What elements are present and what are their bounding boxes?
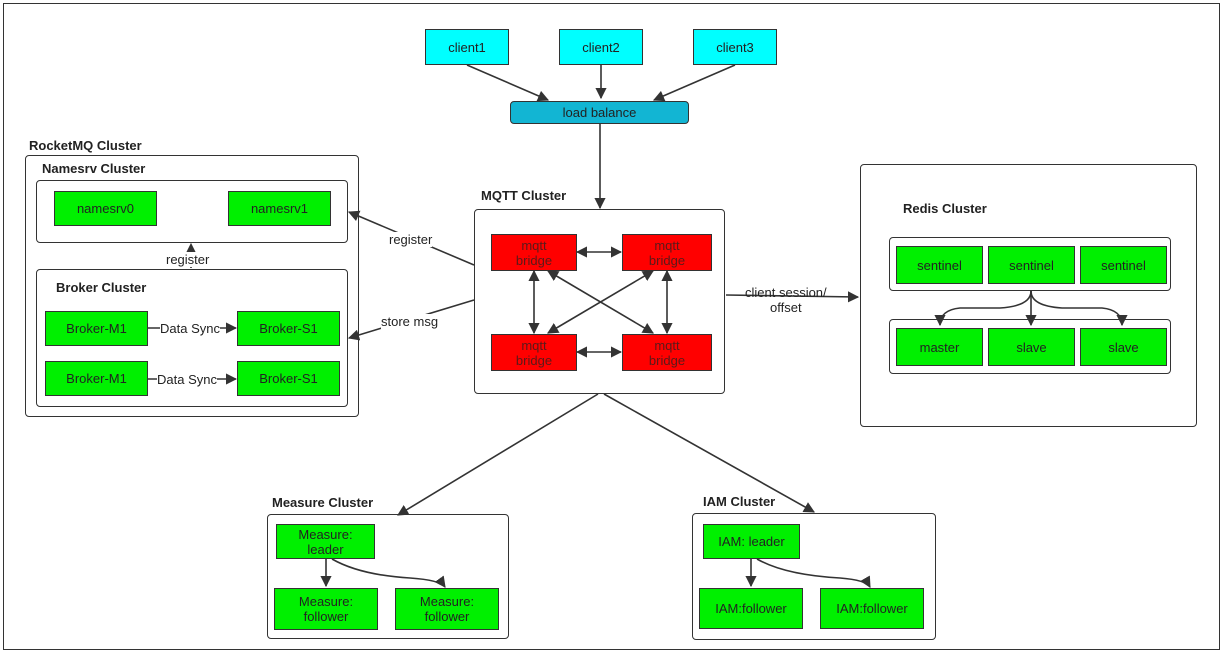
sentinel-node[interactable]: sentinel <box>896 246 983 284</box>
edge-sentinel-slave2 <box>1030 290 1128 327</box>
measure-follower-node[interactable]: Measure: follower <box>274 588 378 630</box>
namesrv-cluster <box>36 180 348 243</box>
broker-m1-node[interactable]: Broker-M1 <box>45 311 148 346</box>
mqtt-cluster <box>474 209 725 394</box>
iam-cluster-title: IAM Cluster <box>703 494 776 509</box>
iam-leader-node[interactable]: IAM: leader <box>703 524 800 559</box>
sentinel-node[interactable]: sentinel <box>1080 246 1167 284</box>
mqtt-cluster-title: MQTT Cluster <box>481 188 567 203</box>
edge-client1-lb <box>466 64 550 102</box>
mqtt-bridge-node[interactable]: mqtt bridge <box>491 334 577 371</box>
edge-measure-f2 <box>331 558 446 588</box>
iam-follower-node[interactable]: IAM:follower <box>820 588 924 629</box>
diagram-frame <box>3 3 1220 650</box>
namesrv1-node[interactable]: namesrv1 <box>228 191 331 226</box>
redis-slave-node[interactable]: slave <box>1080 328 1167 366</box>
namesrv0-node[interactable]: namesrv0 <box>54 191 157 226</box>
broker-s1-node[interactable]: Broker-S1 <box>237 311 340 346</box>
broker-m1-node[interactable]: Broker-M1 <box>45 361 148 396</box>
namesrv-cluster-title: Namesrv Cluster <box>42 161 146 176</box>
client2-node[interactable]: client2 <box>559 29 643 65</box>
redis-slave-node[interactable]: slave <box>988 328 1075 366</box>
data-sync-label: Data Sync <box>157 372 217 387</box>
broker-cluster <box>36 269 348 407</box>
register-edge-label: register <box>389 232 433 247</box>
edge-iam-f2 <box>756 558 871 588</box>
redis-master-node[interactable]: master <box>896 328 983 366</box>
broker-cluster-title: Broker Cluster <box>56 280 147 295</box>
redis-data-group <box>889 319 1171 374</box>
client-session-edge-label: client session/ offset <box>745 285 827 315</box>
edge-mqtt-iam <box>603 393 815 513</box>
mqtt-bridge-node[interactable]: mqtt bridge <box>491 234 577 271</box>
mqtt-bridge-node[interactable]: mqtt bridge <box>622 334 712 371</box>
broker-s1-node[interactable]: Broker-S1 <box>237 361 340 396</box>
data-sync-label: Data Sync <box>160 321 220 336</box>
edge-mqtt-redis <box>725 291 860 303</box>
edge-sentinel-master <box>934 290 1032 327</box>
iam-follower-node[interactable]: IAM:follower <box>699 588 803 629</box>
measure-cluster-title: Measure Cluster <box>272 495 374 510</box>
client3-node[interactable]: client3 <box>693 29 777 65</box>
redis-cluster <box>860 164 1197 427</box>
sentinel-group <box>889 237 1171 291</box>
measure-leader-node[interactable]: Measure: leader <box>276 524 375 559</box>
edge-client3-lb <box>652 64 736 102</box>
edge-bridge-diag2 <box>547 270 654 334</box>
load-balance-node[interactable]: load balance <box>510 101 689 124</box>
rocketmq-cluster <box>25 155 359 417</box>
iam-cluster <box>692 513 936 640</box>
measure-follower-node[interactable]: Measure: follower <box>395 588 499 630</box>
rocketmq-cluster-title: RocketMQ Cluster <box>29 138 142 153</box>
sentinel-node[interactable]: sentinel <box>988 246 1075 284</box>
measure-cluster <box>267 514 509 639</box>
broker-register-label: register <box>166 252 210 267</box>
redis-cluster-title: Redis Cluster <box>903 201 987 216</box>
store-msg-edge-label: store msg <box>381 314 439 329</box>
client1-node[interactable]: client1 <box>425 29 509 65</box>
edge-mqtt-measure <box>397 393 599 516</box>
mqtt-bridge-node[interactable]: mqtt bridge <box>622 234 712 271</box>
